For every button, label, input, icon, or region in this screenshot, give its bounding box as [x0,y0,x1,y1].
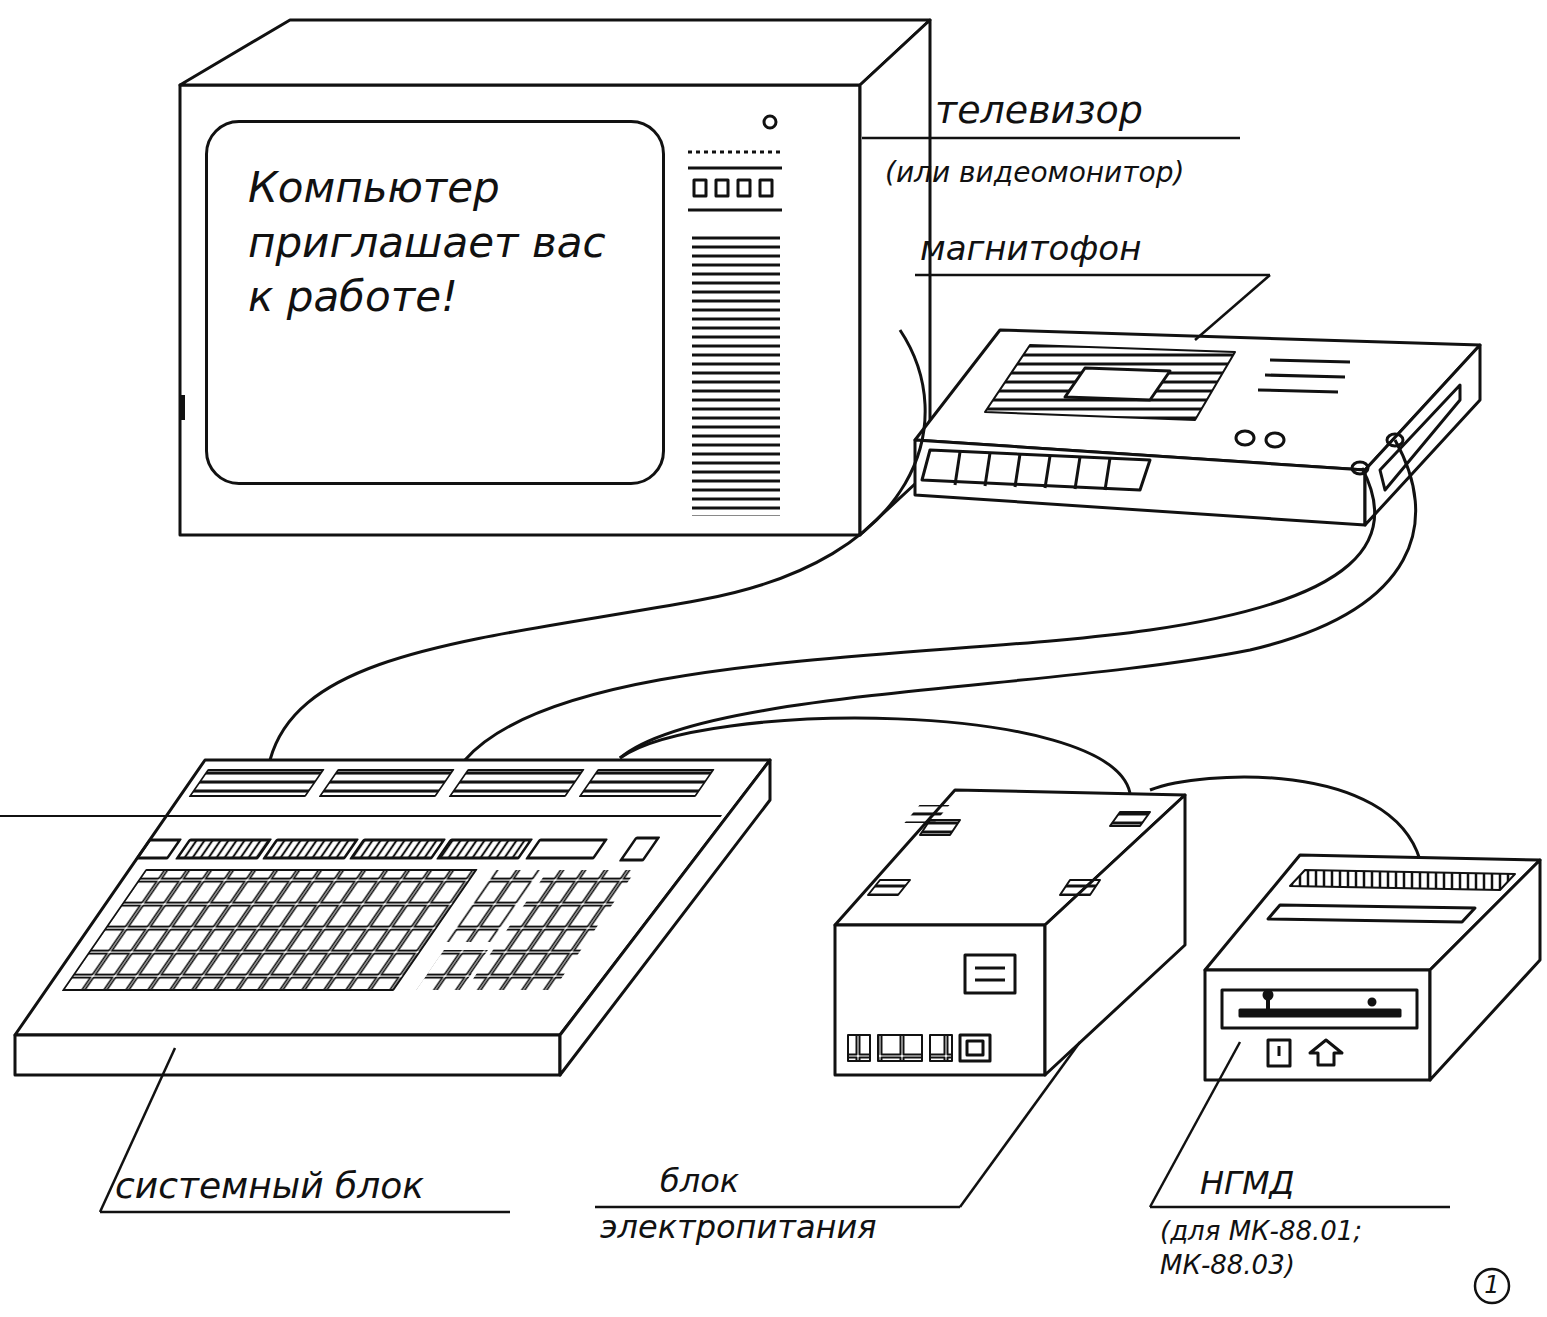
tape-recorder [915,330,1480,525]
callout-number: 1 [1476,1270,1508,1302]
part-label: системный блок [115,1164,515,1207]
part-label: блок электропитания [600,1158,930,1250]
floppy-drive [1205,855,1540,1080]
screen-box: Компьютер приглашает вас к работе! [205,120,665,485]
power-supply [835,790,1185,1075]
part-label: (или видеомонитор) [885,156,1305,190]
part-label: магнитофон [920,228,1250,269]
system-block [0,760,770,1075]
part-label: телевизор [935,88,1235,134]
tv-set [180,20,930,535]
screen-text: Компьютер приглашает вас к работе! [248,161,638,325]
part-label: (для МК-88.01; МК-88.03) [1160,1215,1422,1283]
leader-line [100,138,1450,1212]
part-label: НГМД [1200,1163,1400,1203]
callout-circle [1475,1269,1509,1303]
